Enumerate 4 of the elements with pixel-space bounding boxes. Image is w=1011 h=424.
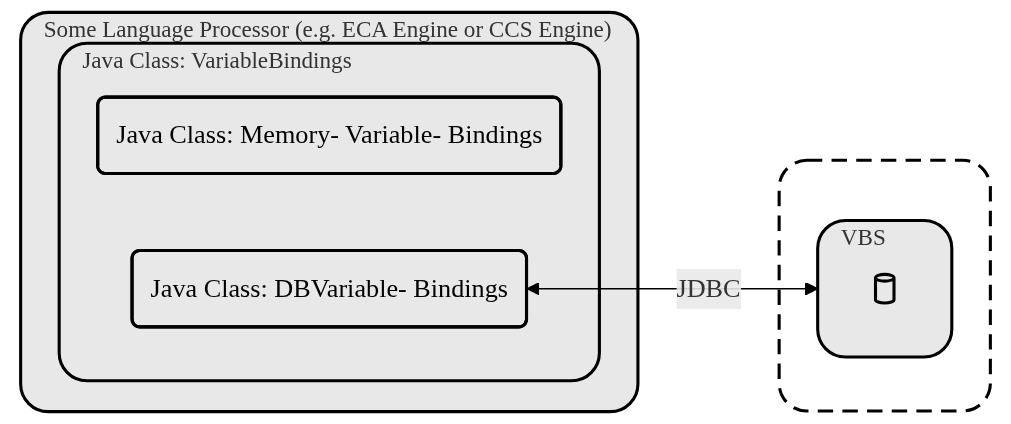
node-cylinder [873, 272, 896, 305]
cluster: VBS [816, 218, 954, 359]
cluster [777, 158, 992, 413]
edge-label: JDBC [676, 273, 741, 303]
